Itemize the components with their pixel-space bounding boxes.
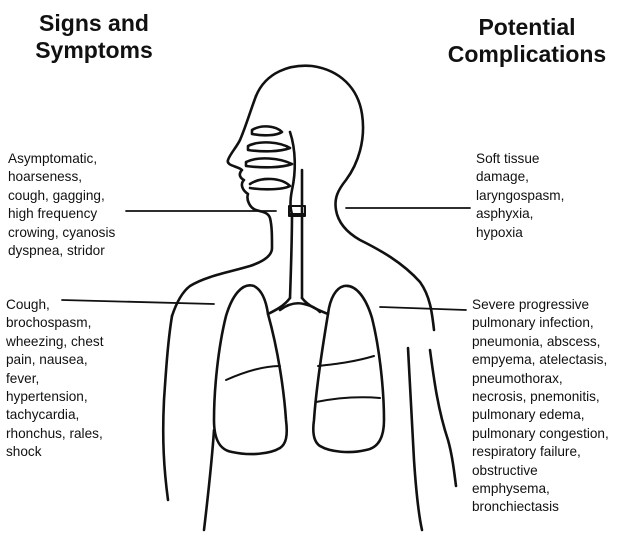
upper-airway-symptoms-list: Asymptomatic, hoarseness, cough, gagging…: [8, 150, 115, 260]
right-lung-outline: [313, 286, 384, 452]
list-item: Asymptomatic,: [8, 150, 115, 168]
lower-airway-complications-list: Severe progressive pulmonary infection, …: [472, 296, 609, 517]
list-item: hoarseness,: [8, 168, 115, 186]
right-bronchus: [302, 298, 328, 314]
list-item: hypoxia: [476, 224, 564, 242]
potential-complications-heading: Potential Complications: [428, 14, 626, 68]
list-item: Severe progressive: [472, 296, 609, 314]
right-arm-outline: [430, 350, 456, 486]
right-lung-fissure-upper: [318, 356, 374, 366]
heading-left-line-2: Symptoms: [14, 37, 174, 64]
list-item: bronchiectasis: [472, 498, 609, 516]
list-item: cough, gagging,: [8, 187, 115, 205]
list-item: pain, nausea,: [6, 351, 103, 369]
lower-airway-symptoms-list: Cough, brochospasm, wheezing, chest pain…: [6, 296, 103, 462]
list-item: dyspnea, stridor: [8, 242, 115, 260]
list-item: crowing, cyanosis: [8, 224, 115, 242]
list-item: empyema, atelectasis,: [472, 351, 609, 369]
list-item: emphysema,: [472, 480, 609, 498]
nasal-turbinate-middle: [248, 142, 290, 151]
bronchi: [268, 298, 328, 314]
right-lung-fissure-lower: [316, 397, 380, 402]
left-arm-outline: [163, 316, 172, 500]
right-torso-line: [408, 348, 422, 530]
list-item: respiratory failure,: [472, 443, 609, 461]
list-item: pulmonary infection,: [472, 314, 609, 332]
leader-line-lower-right: [380, 307, 466, 310]
list-item: asphyxia,: [476, 205, 564, 223]
list-item: pneumonia, abscess,: [472, 333, 609, 351]
left-lung-fissure: [226, 366, 280, 380]
tongue-outline: [250, 179, 290, 189]
list-item: pulmonary congestion,: [472, 425, 609, 443]
heading-right-line-2: Complications: [428, 41, 626, 68]
right-lung: [313, 286, 384, 452]
signs-and-symptoms-heading: Signs and Symptoms: [14, 10, 174, 64]
list-item: hypertension,: [6, 388, 103, 406]
pharynx-wall: [290, 132, 295, 214]
upper-airway-complications-list: Soft tissue damage, laryngospasm, asphyx…: [476, 150, 564, 242]
list-item: necrosis, pnemonitis,: [472, 388, 609, 406]
body-outline: [163, 66, 456, 530]
nasal-turbinate-lower: [246, 158, 292, 167]
list-item: tachycardia,: [6, 406, 103, 424]
list-item: rhonchus, rales,: [6, 425, 103, 443]
list-item: damage,: [476, 168, 564, 186]
list-item: obstructive: [472, 462, 609, 480]
list-item: wheezing, chest: [6, 333, 103, 351]
list-item: laryngospasm,: [476, 187, 564, 205]
heading-right-line-1: Potential: [428, 14, 626, 41]
heading-left-line-1: Signs and: [14, 10, 174, 37]
trachea-left-wall: [290, 214, 292, 298]
airway-upper: [246, 126, 295, 214]
nasal-turbinate-upper: [252, 126, 282, 135]
list-item: shock: [6, 443, 103, 461]
left-torso-line: [204, 430, 214, 530]
list-item: brochospasm,: [6, 314, 103, 332]
list-item: Soft tissue: [476, 150, 564, 168]
carina: [280, 303, 320, 312]
list-item: pulmonary edema,: [472, 406, 609, 424]
list-item: high frequency: [8, 205, 115, 223]
list-item: fever,: [6, 370, 103, 388]
list-item: Cough,: [6, 296, 103, 314]
list-item: pneumothorax,: [472, 370, 609, 388]
head-outline: [256, 66, 434, 330]
